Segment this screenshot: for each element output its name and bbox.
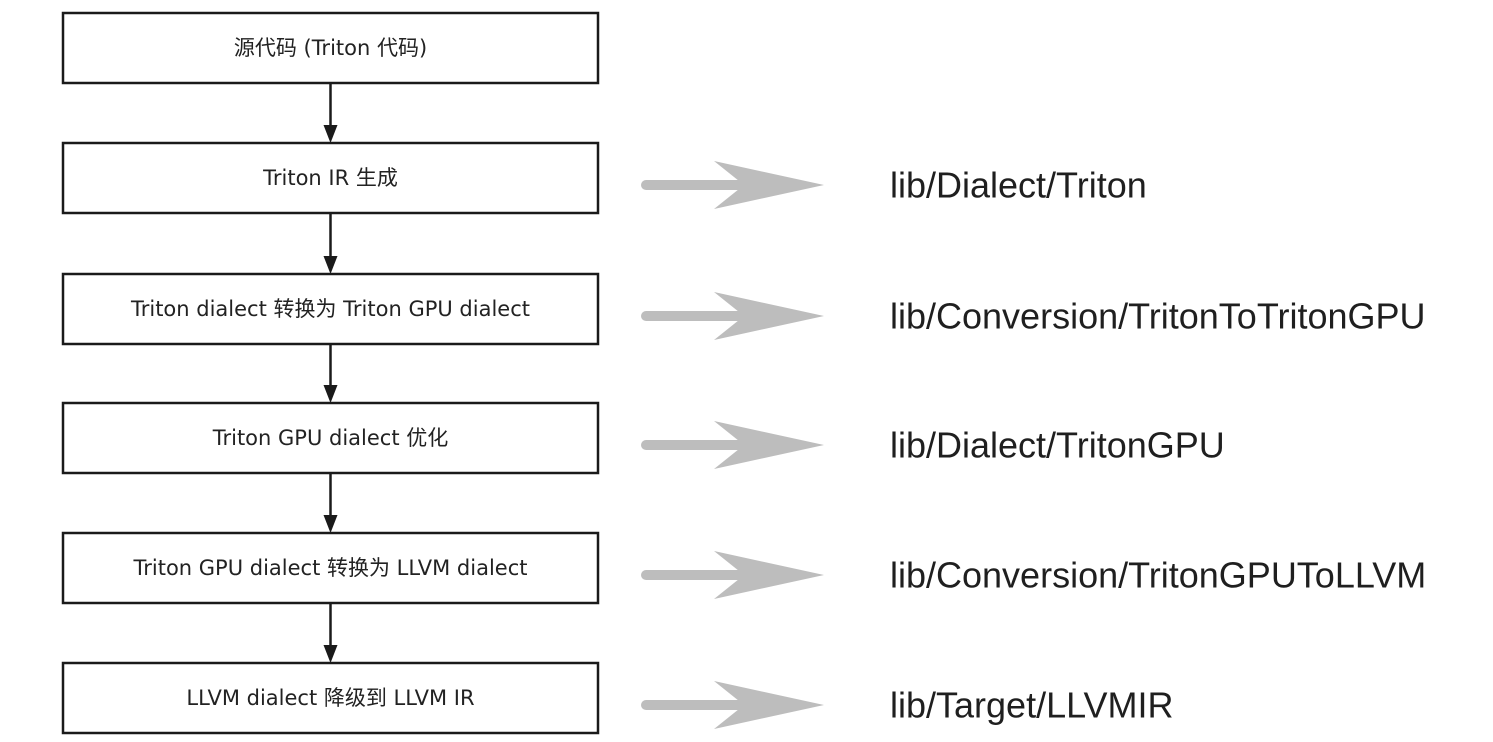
source-path-label: lib/Dialect/TritonGPU [890, 425, 1225, 466]
flow-arrow [323, 344, 338, 403]
pipeline-step-box: Triton GPU dialect 转换为 LLVM dialect [61, 531, 600, 605]
source-path-label: lib/Dialect/Triton [890, 165, 1147, 206]
source-path-label: lib/Conversion/TritonToTritonGPU [890, 296, 1426, 337]
flow-arrow [323, 83, 338, 143]
flow-arrow [323, 213, 338, 274]
mapping-arrow [641, 421, 824, 469]
flow-arrow [323, 473, 338, 533]
pipeline-step-label: LLVM dialect 降级到 LLVM IR [186, 686, 474, 710]
source-path-label: lib/Conversion/TritonGPUToLLVM [890, 555, 1426, 596]
pipeline-step-box: Triton dialect 转换为 Triton GPU dialect [61, 272, 600, 346]
mapping-arrow [641, 161, 824, 209]
mapping-arrow [641, 681, 824, 729]
pipeline-step-box: LLVM dialect 降级到 LLVM IR [61, 661, 600, 735]
pipeline-step-box: Triton GPU dialect 优化 [61, 401, 600, 475]
mapping-arrow [641, 551, 824, 599]
pipeline-step-box: 源代码 (Triton 代码) [61, 11, 600, 85]
pipeline-step-label: Triton dialect 转换为 Triton GPU dialect [130, 297, 530, 321]
pipeline-step-label: Triton IR 生成 [262, 166, 398, 190]
source-path-label: lib/Target/LLVMIR [890, 685, 1173, 726]
pipeline-step-label: Triton GPU dialect 转换为 LLVM dialect [133, 556, 528, 580]
flow-arrow [323, 603, 338, 663]
pipeline-step-label: 源代码 (Triton 代码) [234, 36, 427, 60]
pipeline-step-label: Triton GPU dialect 优化 [212, 426, 449, 450]
mapping-arrow [641, 292, 824, 340]
pipeline-step-box: Triton IR 生成 [61, 141, 600, 215]
